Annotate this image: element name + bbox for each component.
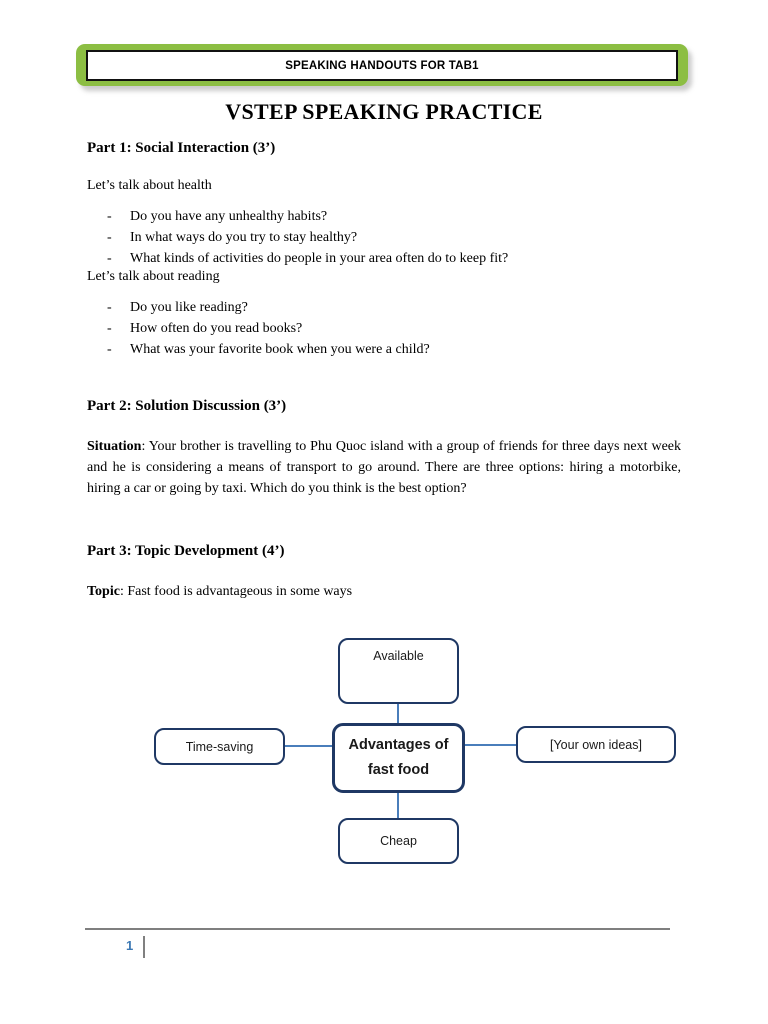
list-item: - In what ways do you try to stay healthy… <box>87 227 681 248</box>
connector-center-to-right <box>463 744 518 746</box>
topic-text: : Fast food is advantageous in some ways <box>119 584 353 599</box>
dash-marker: - <box>107 230 112 245</box>
situation-label: Situation <box>87 439 142 454</box>
part3-heading: Part 3: Topic Development (4’) <box>87 543 285 559</box>
node-label-line2: fast food <box>367 762 430 778</box>
footer-divider <box>85 928 670 930</box>
connector-center-to-bottom <box>397 791 399 820</box>
mindmap-node-time-saving: Time-saving <box>154 728 285 765</box>
connector-center-to-top <box>397 702 399 726</box>
list-item: - Do you like reading? <box>87 297 681 318</box>
part1-heading: Part 1: Social Interaction (3’) <box>87 140 276 156</box>
question-text: What kinds of activities do people in yo… <box>130 251 509 266</box>
dash-marker: - <box>107 321 112 336</box>
list-item: - Do you have any unhealthy habits? <box>87 206 681 227</box>
topic-label: Topic <box>87 584 120 599</box>
part1-topic-a-question-list: - Do you have any unhealthy habits? - In w… <box>87 206 681 269</box>
dash-marker: - <box>107 251 112 266</box>
node-label: Time-saving <box>185 739 254 754</box>
header-banner: SPEAKING HANDOUTS FOR TAB1 <box>76 44 692 91</box>
page-title: VSTEP SPEAKING PRACTICE <box>225 99 543 124</box>
situation-text: : Your brother is travelling to Phu Quoc… <box>87 439 681 496</box>
part3-topic-line: Topic: Fast food is advantageous in some… <box>87 581 681 602</box>
part2-situation-paragraph: Situation: Your brother is travelling to… <box>87 436 681 499</box>
question-text: In what ways do you try to stay healthy? <box>130 230 358 245</box>
list-item: - What kinds of activities do people in y… <box>87 248 681 269</box>
question-text: How often do you read books? <box>130 321 303 336</box>
list-item: - What was your favorite book when you we… <box>87 339 681 360</box>
connector-center-to-left <box>283 745 334 747</box>
mindmap-node-available: Available <box>338 638 459 704</box>
mindmap-node-your-own-ideas: [Your own ideas] <box>516 726 676 763</box>
dash-marker: - <box>107 342 112 357</box>
footer-page-number: 1 <box>126 938 134 953</box>
dash-marker: - <box>107 300 112 315</box>
mindmap-node-cheap: Cheap <box>338 818 459 864</box>
banner-title-text: SPEAKING HANDOUTS FOR TAB1 <box>285 59 479 72</box>
node-label: Cheap <box>380 834 417 848</box>
part1-topic-b-lead: Let’s talk about reading <box>87 269 220 284</box>
mindmap-node-center: Advantages of fast food <box>332 723 465 793</box>
list-item: - How often do you read books? <box>87 318 681 339</box>
advantages-mind-map: Available Time-saving [Your own ideas] C… <box>150 633 680 871</box>
dash-marker: - <box>107 209 112 224</box>
banner-inner-box: SPEAKING HANDOUTS FOR TAB1 <box>86 50 678 81</box>
footer-caret-bar <box>143 936 145 958</box>
part1-topic-a-lead: Let’s talk about health <box>87 178 212 193</box>
part1-topic-b-question-list: - Do you like reading? - How often do you … <box>87 297 681 360</box>
document-body: Part 1: Social Interaction (3’) Let’s ta… <box>87 140 681 602</box>
node-label-line1: Advantages of <box>348 737 449 753</box>
node-label: [Your own ideas] <box>550 737 642 752</box>
part2-heading: Part 2: Solution Discussion (3’) <box>87 398 287 414</box>
question-text: Do you have any unhealthy habits? <box>130 209 328 224</box>
node-label: Available <box>373 649 424 663</box>
question-text: Do you like reading? <box>130 300 248 315</box>
question-text: What was your favorite book when you wer… <box>130 342 430 357</box>
